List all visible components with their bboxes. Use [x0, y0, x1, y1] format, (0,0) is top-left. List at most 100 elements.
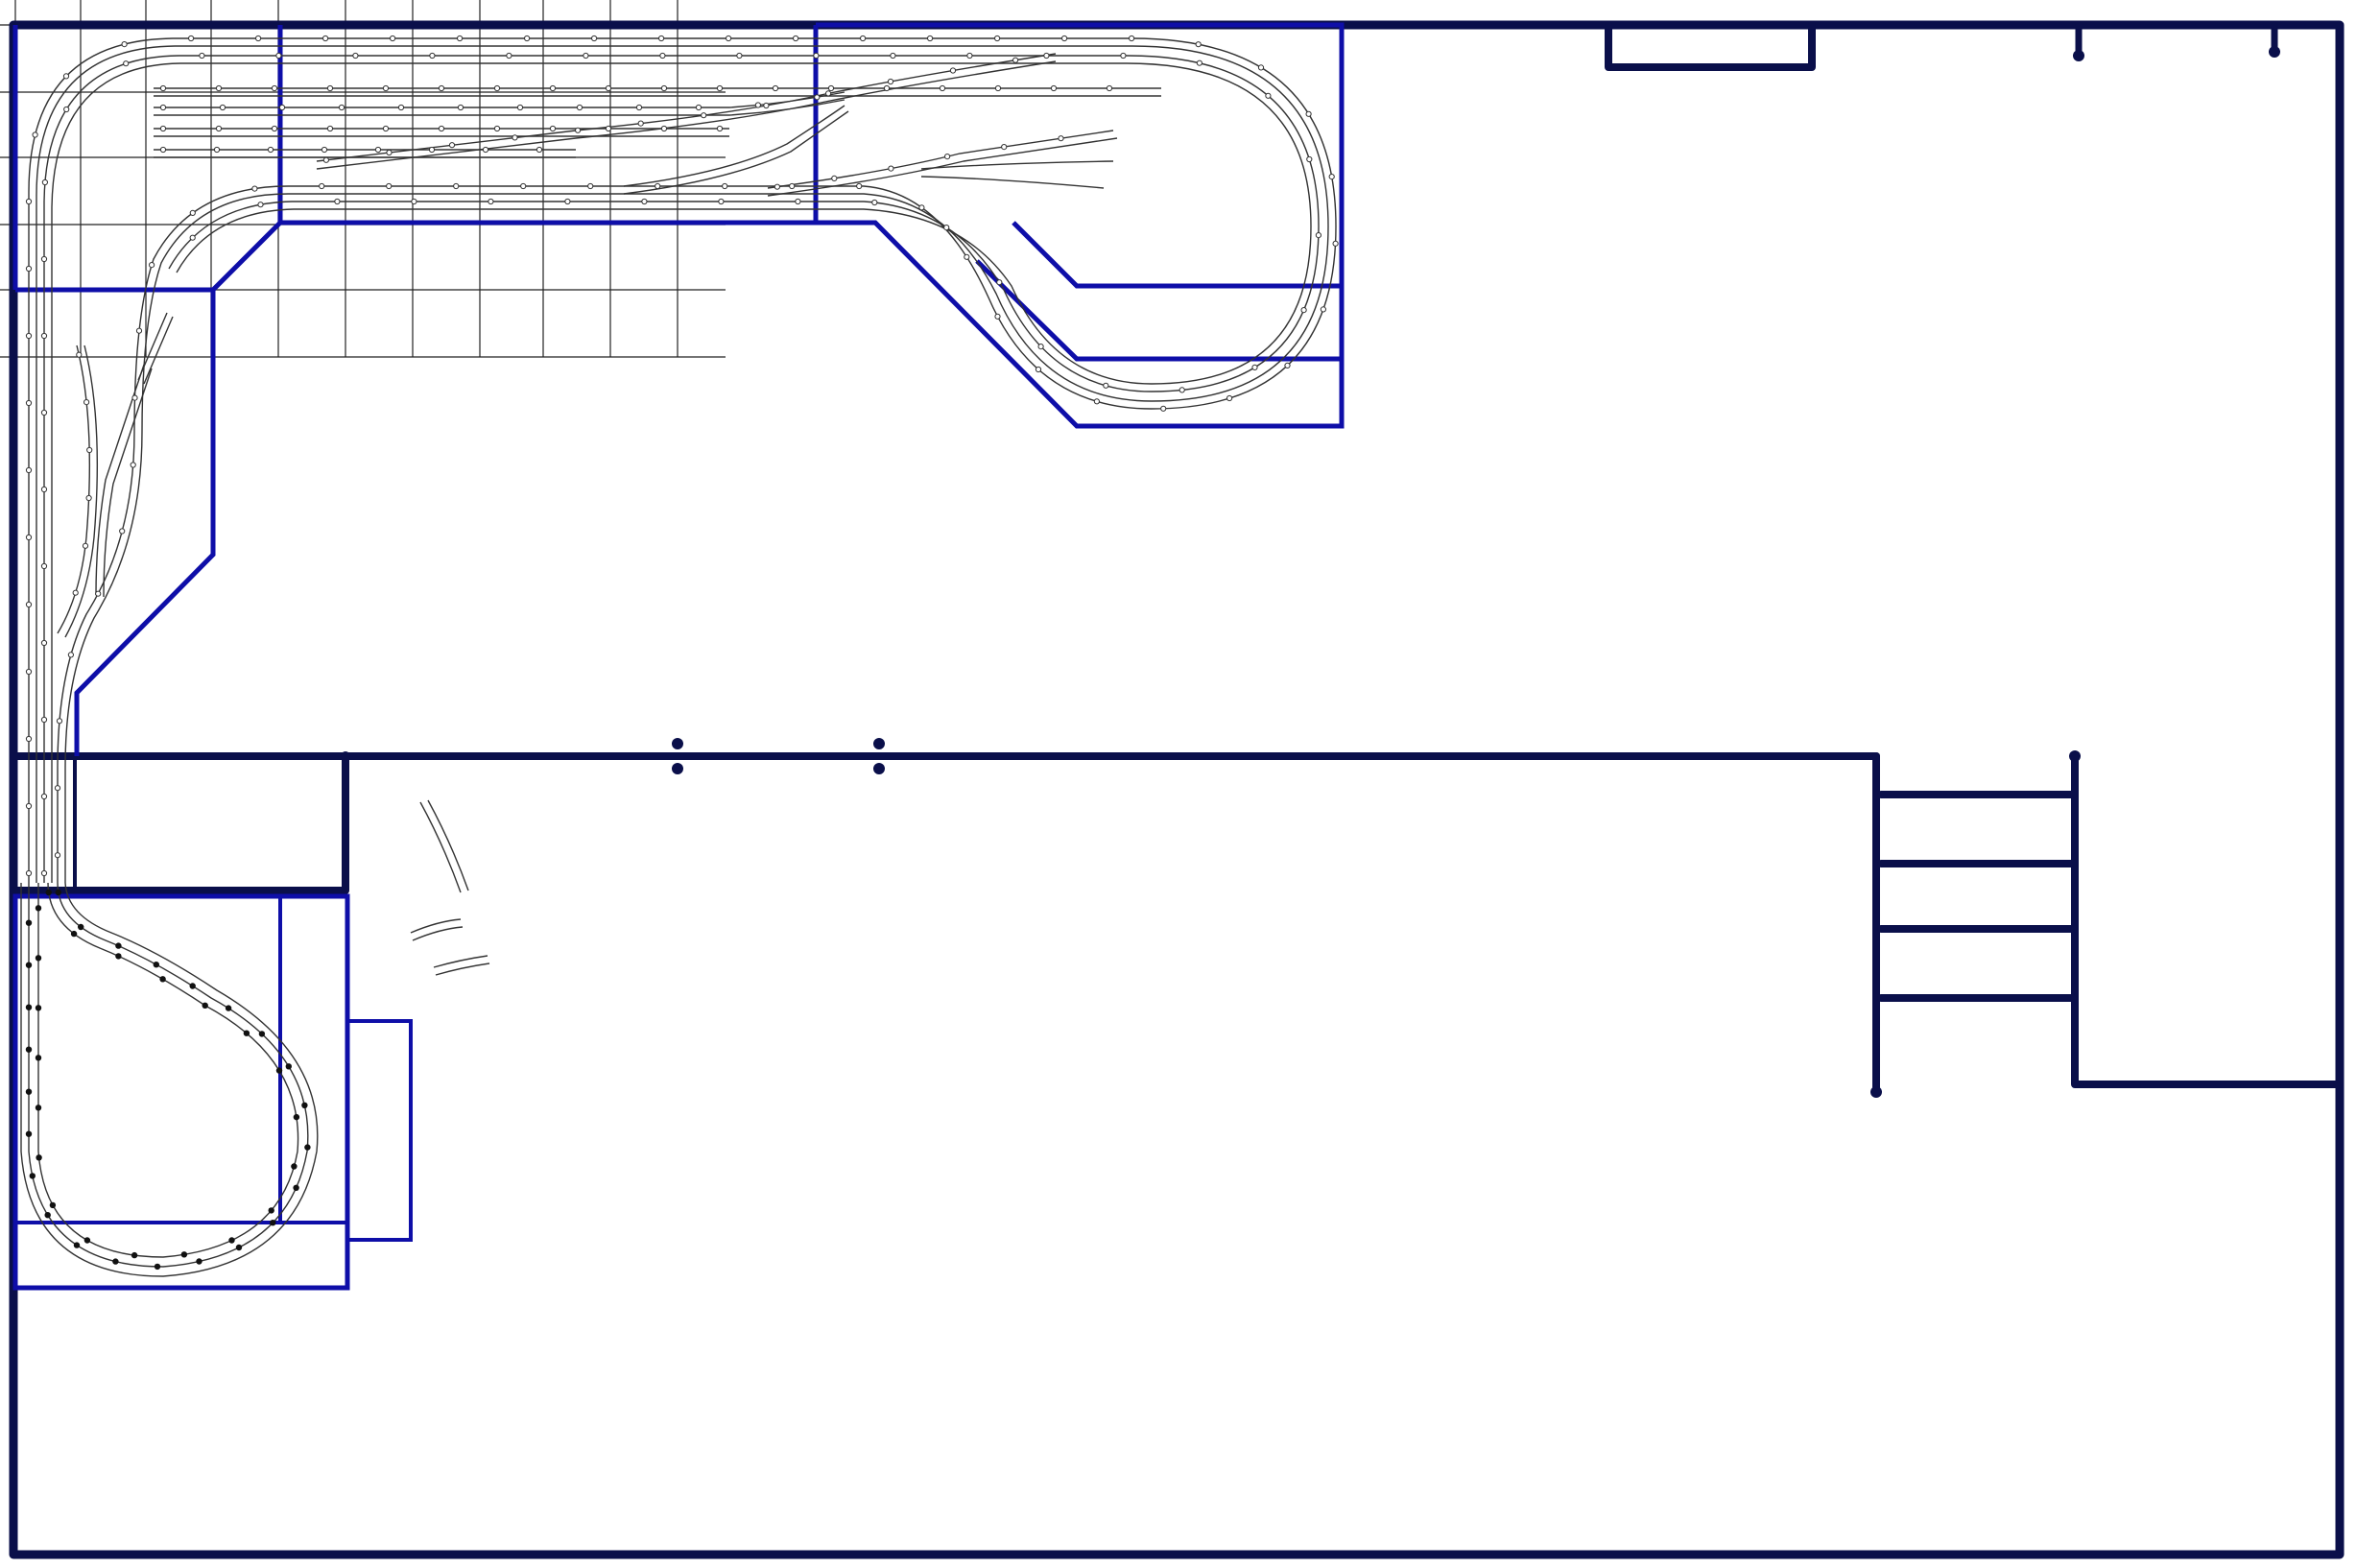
track-marker: [45, 889, 52, 896]
track-marker: [25, 601, 33, 608]
track-marker: [189, 983, 196, 989]
mainline-outer-rail-b: [36, 45, 1329, 883]
track-marker: [322, 35, 329, 42]
track-marker: [326, 84, 334, 92]
track-marker: [939, 84, 946, 92]
benchwork-upper-right-step-2: [975, 259, 1342, 362]
track-marker: [301, 1102, 308, 1109]
track-marker: [943, 225, 950, 231]
track-marker: [275, 1067, 283, 1074]
track-marker: [40, 255, 48, 263]
track-marker: [40, 793, 48, 800]
left-spur-4: [103, 368, 153, 598]
track-marker: [188, 35, 195, 42]
track-marker: [72, 589, 79, 596]
reference-grid: [0, 0, 726, 358]
staging-arc-3: [410, 918, 462, 934]
track-marker: [25, 802, 33, 810]
track-marker: [225, 1005, 232, 1011]
wall-post-3: [2069, 750, 2081, 762]
track-marker: [772, 84, 779, 92]
track-marker: [40, 869, 48, 877]
benchwork-left-leg: [74, 290, 216, 756]
track-marker: [321, 146, 328, 154]
track-marker: [25, 869, 33, 877]
track-marker: [1320, 306, 1327, 313]
track-marker: [56, 718, 63, 725]
track-marker: [641, 198, 648, 205]
track-marker: [1043, 52, 1050, 59]
staging-arc-1: [419, 801, 462, 893]
track-marker: [258, 1031, 266, 1037]
track-marker: [25, 919, 33, 926]
track-marker: [482, 146, 489, 154]
track-marker: [35, 1105, 42, 1111]
track-marker: [44, 1212, 51, 1219]
benchwork-upper-right: [816, 22, 1345, 429]
track-ties: [25, 35, 1339, 1271]
track-marker: [883, 84, 891, 92]
track-marker: [202, 1002, 208, 1010]
track-marker: [83, 399, 90, 406]
track-marker: [270, 1220, 276, 1226]
track-marker: [235, 1244, 243, 1251]
track-marker: [154, 1263, 161, 1271]
track-marker: [575, 127, 582, 133]
room-walls: [9, 20, 2345, 1559]
door-hinge-4: [873, 763, 885, 774]
track-marker: [25, 198, 33, 205]
track-marker: [716, 84, 724, 92]
lower-loop-rail-a: [28, 882, 309, 1268]
track-marker: [25, 1130, 33, 1137]
track-marker: [1120, 52, 1127, 59]
track-marker: [949, 67, 957, 74]
track-marker: [660, 125, 668, 132]
track-marker: [196, 1258, 202, 1265]
track-marker: [660, 84, 668, 92]
left-spur-2: [64, 344, 99, 638]
track-marker: [131, 394, 138, 401]
track-marker: [40, 332, 48, 340]
track-marker: [67, 652, 75, 658]
track-marker: [825, 90, 832, 97]
track-marker: [637, 120, 644, 127]
track-marker: [587, 182, 594, 190]
track-marker: [1265, 92, 1272, 99]
track-marker: [493, 125, 501, 132]
staging-arc-4: [412, 926, 464, 941]
track-marker: [153, 962, 159, 968]
track-marker: [831, 175, 838, 181]
benchwork-upper-right-step-1: [1012, 221, 1342, 289]
track-marker: [121, 41, 128, 48]
track-marker: [199, 52, 205, 59]
track-marker: [438, 84, 445, 92]
track-marker: [76, 351, 83, 358]
mainline-inner-rail-a: [43, 55, 1320, 883]
track-marker: [374, 146, 382, 154]
door-hinge-1: [672, 738, 683, 749]
track-marker: [722, 182, 728, 190]
track-marker: [658, 35, 665, 42]
track-marker: [1226, 394, 1233, 402]
track-marker: [549, 125, 557, 132]
track-marker: [386, 182, 393, 190]
track-marker: [40, 639, 48, 647]
track-marker: [215, 84, 223, 92]
track-marker: [293, 1113, 300, 1121]
track-marker: [918, 204, 925, 211]
track-marker: [1058, 135, 1064, 142]
track-marker: [390, 35, 396, 42]
track-marker: [25, 1088, 33, 1095]
staging-arc-2: [427, 799, 469, 891]
door-hinge-2: [672, 763, 683, 774]
track-marker: [736, 52, 743, 59]
track-marker: [40, 486, 48, 493]
track-marker: [994, 84, 1002, 92]
track-marker: [994, 35, 1001, 42]
track-marker: [25, 399, 33, 407]
track-marker: [871, 199, 878, 206]
track-marker: [890, 52, 896, 59]
track-marker: [1284, 362, 1291, 368]
track-marker: [25, 534, 33, 541]
stair-enclosure-wall: [2071, 752, 2344, 1088]
